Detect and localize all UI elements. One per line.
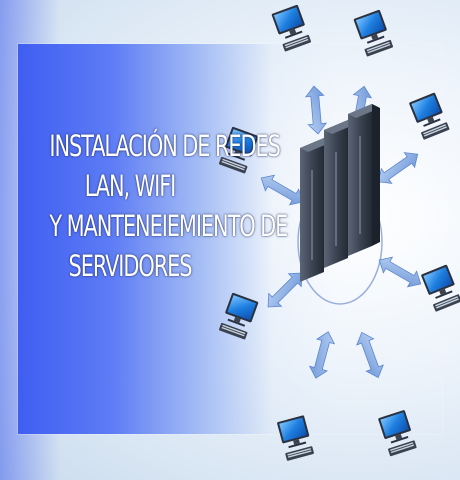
arrow-top-left	[304, 84, 328, 136]
title-line-1: INSTALACIÓN DE REDES	[49, 129, 281, 163]
arrow-left-upper	[256, 169, 308, 211]
computer-workstation-icon	[218, 292, 259, 340]
title-line-4: SERVIDORES	[68, 249, 193, 283]
arrow-bottom-left	[306, 329, 338, 381]
computer-workstation-icon	[408, 92, 450, 140]
title-line-3: Y MANTENEIEMIENTO DE	[49, 209, 288, 243]
server-rack-icon	[300, 104, 380, 282]
computer-workstation-icon	[377, 409, 417, 457]
computer-workstation-icon	[276, 415, 315, 462]
title-line-2: LAN, WIFI	[84, 169, 177, 203]
computer-workstation-icon	[353, 9, 394, 57]
arrow-right-upper	[372, 146, 424, 190]
arrow-bottom-right	[352, 328, 388, 382]
arrow-right-lower	[374, 251, 426, 293]
banner-title: INSTALACIÓN DE REDES LAN, WIFI Y MANTENE…	[49, 126, 288, 286]
computer-workstation-icon	[271, 4, 312, 52]
computer-workstation-icon	[420, 264, 460, 312]
